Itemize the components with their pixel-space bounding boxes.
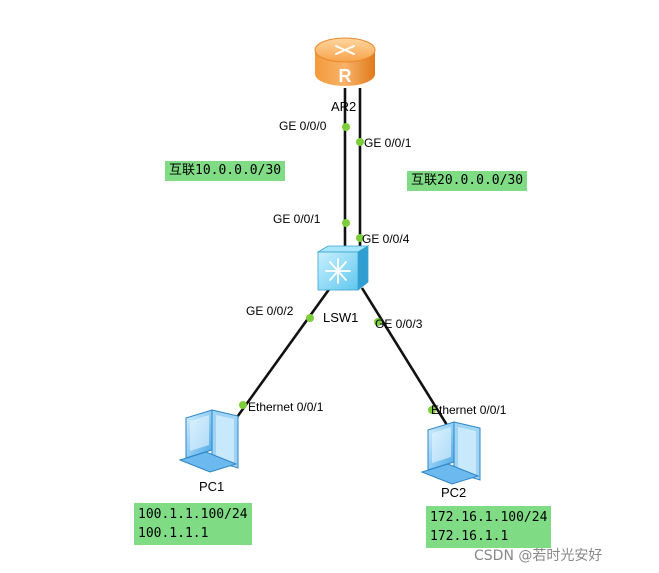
- switch-icon[interactable]: [316, 245, 370, 291]
- note-pc2-addressing: 172.16.1.100/24 172.16.1.1: [426, 506, 552, 548]
- pc2-gateway: 172.16.1.1: [430, 529, 509, 544]
- port-dot: [356, 234, 364, 242]
- port-label-lsw1-ge001: GE 0/0/1: [273, 212, 321, 226]
- pc1-name: PC1: [199, 479, 225, 494]
- port-dot: [239, 401, 247, 409]
- port-label-ar2-ge000: GE 0/0/0: [279, 119, 327, 133]
- pc1-gateway: 100.1.1.1: [138, 526, 209, 541]
- port-dot: [428, 406, 436, 414]
- router-name: AR2: [331, 99, 357, 114]
- router-icon[interactable]: R: [314, 37, 376, 86]
- port-dot: [374, 318, 382, 326]
- pc2-name: PC2: [441, 485, 467, 500]
- switch-name: LSW1: [323, 310, 359, 325]
- port-label-ar2-ge001: GE 0/0/1: [364, 136, 412, 150]
- port-label-lsw1-ge004: GE 0/0/4: [362, 232, 410, 246]
- watermark: CSDN @若时光安好: [474, 548, 603, 564]
- port-label-lsw1-ge002: GE 0/0/2: [246, 304, 294, 318]
- port-label-pc1-eth: Ethernet 0/0/1: [248, 400, 324, 414]
- port-dot: [342, 219, 350, 227]
- router-letter: R: [339, 66, 352, 86]
- note-link1-subnet: 互联10.0.0.0/30: [165, 161, 286, 181]
- port-dot: [342, 123, 350, 131]
- link-lsw1-pc2[interactable]: [360, 287, 457, 439]
- port-label-lsw1-ge003: GE 0/0/3: [375, 317, 423, 331]
- link-lsw1-pc1[interactable]: [220, 287, 332, 439]
- port-dot: [306, 314, 314, 322]
- pc1-ip: 100.1.1.100/24: [138, 507, 248, 522]
- note-pc1-addressing: 100.1.1.100/24 100.1.1.1: [134, 503, 252, 545]
- port-dot: [356, 138, 364, 146]
- note-link2-subnet: 互联20.0.0.0/30: [407, 171, 528, 191]
- pc-icon[interactable]: [420, 421, 481, 485]
- pc2-ip: 172.16.1.100/24: [430, 510, 548, 525]
- pc-icon[interactable]: [178, 409, 239, 473]
- port-label-pc2-eth: Ethernet 0/0/1: [431, 403, 507, 417]
